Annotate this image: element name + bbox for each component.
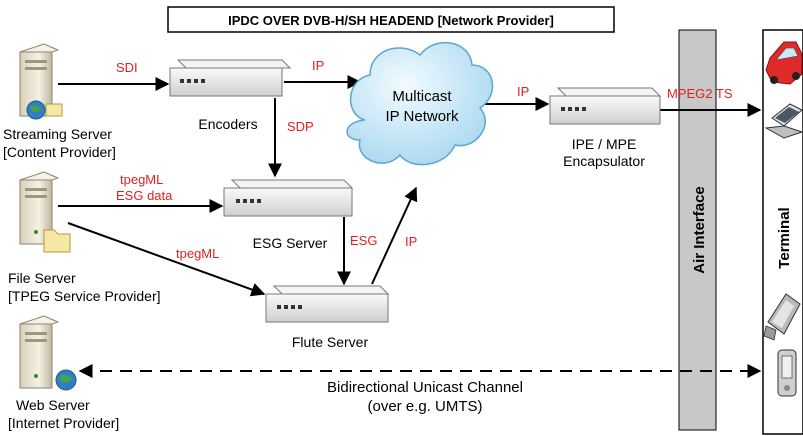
label-mpeg2ts: MPEG2 TS: [667, 86, 733, 101]
esg-server-label: ESG Server: [253, 235, 328, 251]
link-labels: SDI IP SDP IP MPEG2 TS tpegML ESG data t…: [116, 58, 733, 261]
title: IPDC OVER DVB-H/SH HEADEND [Network Prov…: [228, 13, 554, 28]
encoders-device: Encoders: [169, 59, 292, 132]
label-ip-encoders: IP: [312, 58, 324, 73]
label-esg-data: ESG data: [116, 188, 173, 203]
web-server-provider: [Internet Provider]: [8, 415, 119, 431]
file-server-provider: [TPEG Service Provider]: [8, 288, 161, 304]
car-icon: [765, 41, 803, 85]
streaming-server-name: Streaming Server: [3, 126, 112, 142]
web-server: Web Server [Internet Provider]: [8, 315, 119, 431]
terminal-label: Terminal: [776, 207, 793, 268]
unicast-label: Bidirectional Unicast Channel (over e.g.…: [327, 379, 523, 415]
label-tpegml-esg: tpegML: [120, 172, 163, 187]
title-box: IPDC OVER DVB-H/SH HEADEND [Network Prov…: [167, 6, 615, 33]
unicast-line2: (over e.g. UMTS): [367, 398, 482, 415]
multicast-cloud: Multicast IP Network: [346, 41, 494, 166]
encapsulator-led-icon: [561, 107, 586, 111]
web-server-name: Web Server: [16, 397, 90, 413]
encapsulator-device: IPE / MPE Encapsulator: [549, 87, 662, 169]
encoders-label: Encoders: [198, 116, 257, 132]
encapsulator-label-1: IPE / MPE: [572, 136, 637, 152]
network-line1: Multicast: [392, 88, 452, 105]
network-line2: IP Network: [385, 108, 459, 125]
pda-icon: [777, 349, 797, 397]
esg-led-icon: [236, 199, 261, 203]
streaming-server-provider: [Content Provider]: [3, 144, 116, 160]
connections: [58, 75, 762, 378]
encapsulator-label-2: Encapsulator: [563, 153, 645, 169]
streaming-server-icon: [18, 43, 63, 120]
link-flute-network: [371, 186, 418, 285]
label-sdi: SDI: [116, 60, 138, 75]
label-esg: ESG: [350, 233, 377, 248]
link-file-flute: [67, 222, 266, 297]
web-server-icon: [18, 315, 77, 391]
file-server-name: File Server: [8, 270, 76, 286]
label-ip-network: IP: [517, 84, 529, 99]
unicast-line1: Bidirectional Unicast Channel: [327, 379, 523, 396]
mobile-phone-icon: [763, 293, 801, 341]
air-interface-panel: Air Interface: [678, 29, 717, 431]
laptop-icon: [764, 103, 803, 139]
encoders-led-icon: [180, 79, 205, 83]
flute-led-icon: [277, 305, 302, 309]
flute-server-label: Flute Server: [292, 334, 369, 350]
flute-server-device: Flute Server: [265, 285, 390, 350]
air-interface-label: Air Interface: [691, 186, 708, 274]
file-server: File Server [TPEG Service Provider]: [8, 171, 161, 304]
esg-server-device: ESG Server: [223, 179, 354, 251]
label-ip-flute: IP: [405, 234, 417, 249]
label-tpegml-flute: tpegML: [176, 246, 219, 261]
streaming-server: Streaming Server [Content Provider]: [3, 43, 116, 160]
file-server-icon: [18, 171, 71, 253]
label-sdp: SDP: [287, 119, 314, 134]
